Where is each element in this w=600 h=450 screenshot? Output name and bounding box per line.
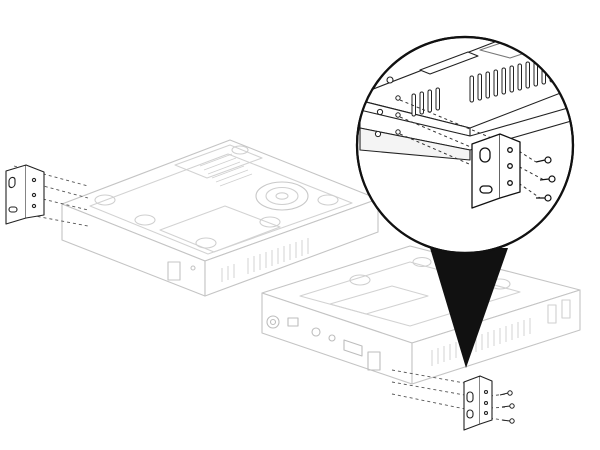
- screw-icon: [501, 403, 515, 409]
- device-lower-side-vents: [431, 318, 531, 366]
- zoom-screws: [535, 156, 556, 202]
- screw-icon: [499, 390, 513, 396]
- rack-bracket-lower: [463, 375, 493, 431]
- screws-lower: [499, 390, 515, 424]
- screw-icon: [501, 418, 515, 424]
- rack-bracket-icon: [471, 133, 501, 209]
- device-lower-right: [261, 245, 581, 385]
- screw-icon: [535, 156, 552, 164]
- zoom-detail-circle: [355, 35, 575, 255]
- screw-icon: [536, 194, 552, 202]
- device-upper-left: [61, 139, 379, 297]
- device-upper-fan: [255, 181, 309, 211]
- device-upper-vent-grid: [199, 153, 253, 187]
- screw-icon: [539, 175, 556, 183]
- magnifier-callout-icon: [430, 248, 508, 368]
- zoom-rack-bracket: [471, 133, 521, 209]
- zoom-vent-slots: [411, 55, 554, 117]
- device-lower-right-face: [411, 289, 581, 385]
- zoom-device-holes: [374, 95, 401, 138]
- rack-bracket-icon: [5, 164, 27, 225]
- rack-bracket-icon: [463, 375, 481, 431]
- rack-bracket-left: [5, 164, 45, 225]
- device-upper-side-vents: [221, 238, 309, 282]
